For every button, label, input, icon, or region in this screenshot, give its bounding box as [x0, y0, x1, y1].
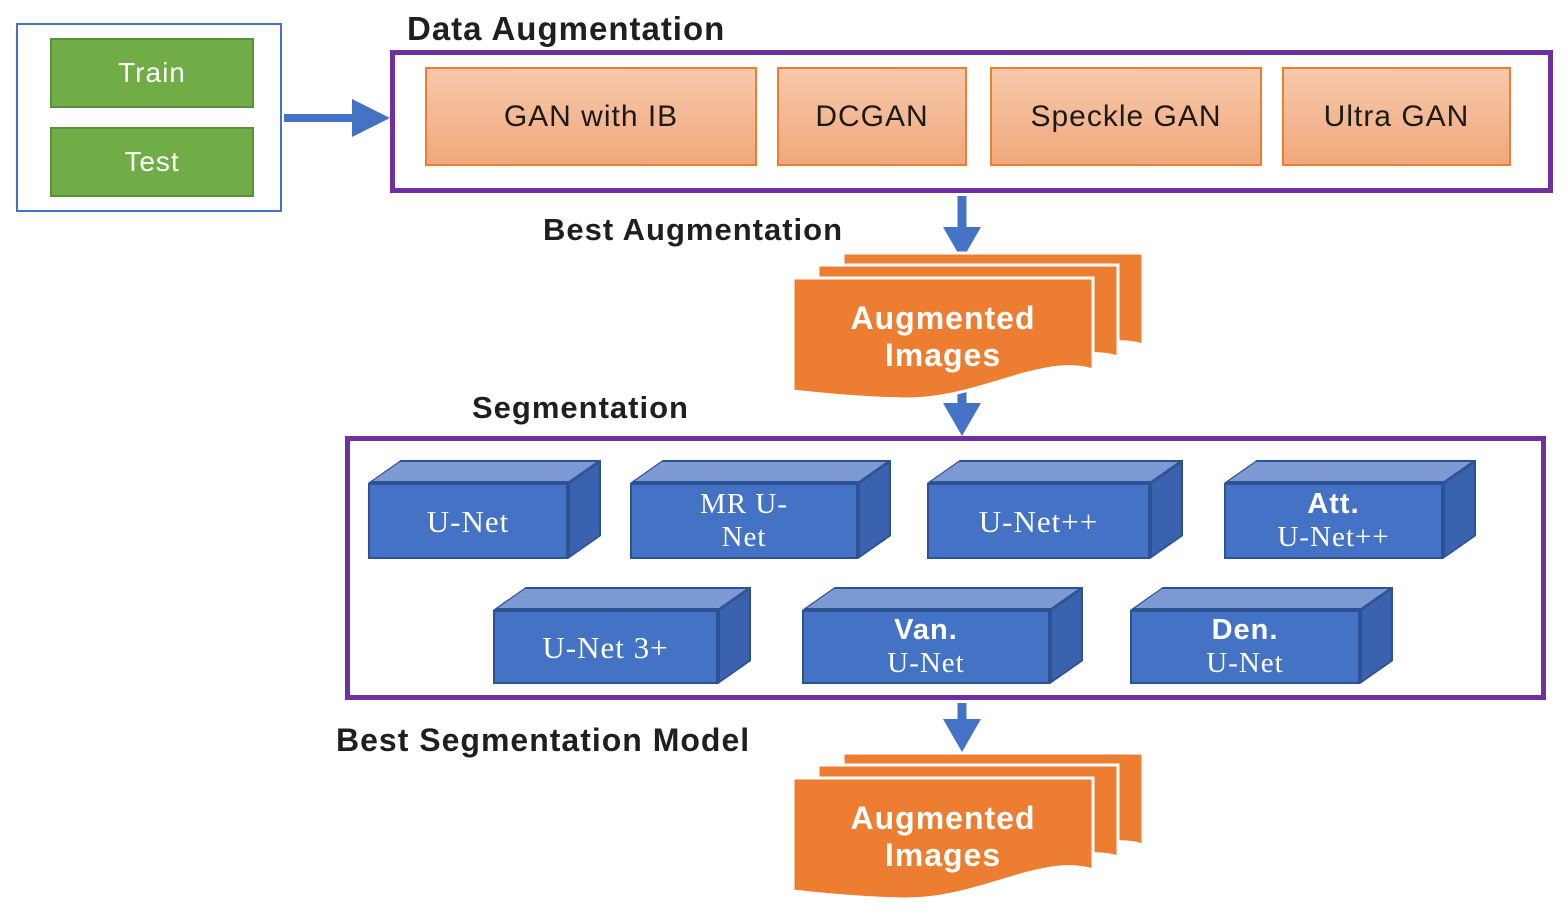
augmented-images-bottom-line1: Augmented: [850, 800, 1036, 836]
speckle-gan-label: Speckle GAN: [1030, 99, 1222, 133]
arrow-dataset-to-augmentation: [284, 99, 390, 137]
unet3p-label: U-Net 3+: [542, 629, 669, 665]
den-unet-label-line2: U-Net: [1206, 647, 1284, 679]
den-unet-box-top-face: [1130, 587, 1393, 610]
den-unet-box: Den. U-Net: [1130, 586, 1393, 684]
den-unet-box-front-face: [1130, 610, 1360, 684]
augmented-images-stack-top: [791, 251, 1145, 401]
mr-unet-box-top-face: [630, 460, 891, 483]
arrow-augmentation-to-images: [943, 196, 981, 260]
att-unet-pp-label-line2: U-Net++: [1277, 521, 1390, 553]
van-unet-box-front-face: [802, 610, 1050, 684]
mr-unet-label-line1: MR U-: [700, 488, 788, 520]
gan-with-ib-label: GAN with IB: [503, 99, 679, 133]
test-box: Test: [50, 127, 254, 197]
dcgan-box: DCGAN: [777, 67, 967, 166]
unet-pp-label: U-Net++: [978, 503, 1099, 539]
van-unet-label-line2: U-Net: [887, 647, 965, 679]
augmented-images-top-line1: Augmented: [850, 300, 1036, 336]
doc-page-front: [791, 276, 1095, 401]
att-unet-pp-box-front-face: [1224, 483, 1443, 559]
dataset-group: Train Test: [16, 23, 282, 212]
ultra-gan-box: Ultra GAN: [1282, 67, 1511, 166]
segmentation-title: Segmentation: [472, 390, 689, 425]
unet-pp-box: U-Net++: [927, 459, 1183, 559]
augmented-images-bottom-label: Augmented Images: [795, 800, 1091, 874]
unet-label: U-Net: [426, 503, 510, 539]
att-unet-pp-box: Att. U-Net++: [1224, 459, 1476, 559]
unet3p-box: U-Net 3+: [493, 586, 751, 684]
van-unet-label-line1: Van.: [894, 614, 958, 646]
mr-unet-label-line2: Net: [721, 521, 767, 553]
best-segmentation-model-label: Best Segmentation Model: [336, 722, 751, 758]
train-label: Train: [118, 57, 186, 88]
unet-box-front-face: [368, 483, 568, 559]
unet-pp-box-top-face: [927, 460, 1183, 483]
att-unet-pp-box-top-face: [1224, 460, 1476, 483]
train-box: Train: [50, 38, 254, 108]
unet-box-top-face: [368, 460, 601, 483]
dcgan-label: DCGAN: [815, 99, 929, 133]
best-augmentation-label: Best Augmentation: [543, 212, 844, 247]
unet3p-box-front-face: [493, 610, 718, 684]
van-unet-box-top-face: [802, 587, 1083, 610]
unet-box: U-Net: [368, 459, 601, 559]
augmented-images-bottom-line2: Images: [884, 837, 1002, 873]
unet3p-box-top-face: [493, 587, 751, 610]
mr-unet-box: MR U- Net: [630, 459, 891, 559]
data-augmentation-panel: GAN with IB DCGAN Speckle GAN Ultra GAN: [390, 50, 1553, 193]
test-label: Test: [124, 146, 180, 177]
van-unet-box: Van. U-Net: [802, 586, 1083, 684]
data-augmentation-title: Data Augmentation: [407, 10, 726, 47]
unet-pp-box-front-face: [927, 483, 1150, 559]
augmented-images-top-line2: Images: [884, 337, 1002, 373]
arrow-segmentation-to-images: [943, 703, 981, 752]
ultra-gan-label: Ultra GAN: [1323, 99, 1470, 133]
mr-unet-box-front-face: [630, 483, 858, 559]
speckle-gan-box: Speckle GAN: [990, 67, 1262, 166]
doc-page-front: [791, 776, 1095, 901]
den-unet-label-line1: Den.: [1211, 614, 1279, 646]
augmented-images-top-label: Augmented Images: [795, 300, 1091, 374]
augmented-images-stack-bottom: [791, 751, 1145, 901]
gan-with-ib-box: GAN with IB: [425, 67, 757, 166]
att-unet-pp-label-line1: Att.: [1307, 488, 1360, 520]
